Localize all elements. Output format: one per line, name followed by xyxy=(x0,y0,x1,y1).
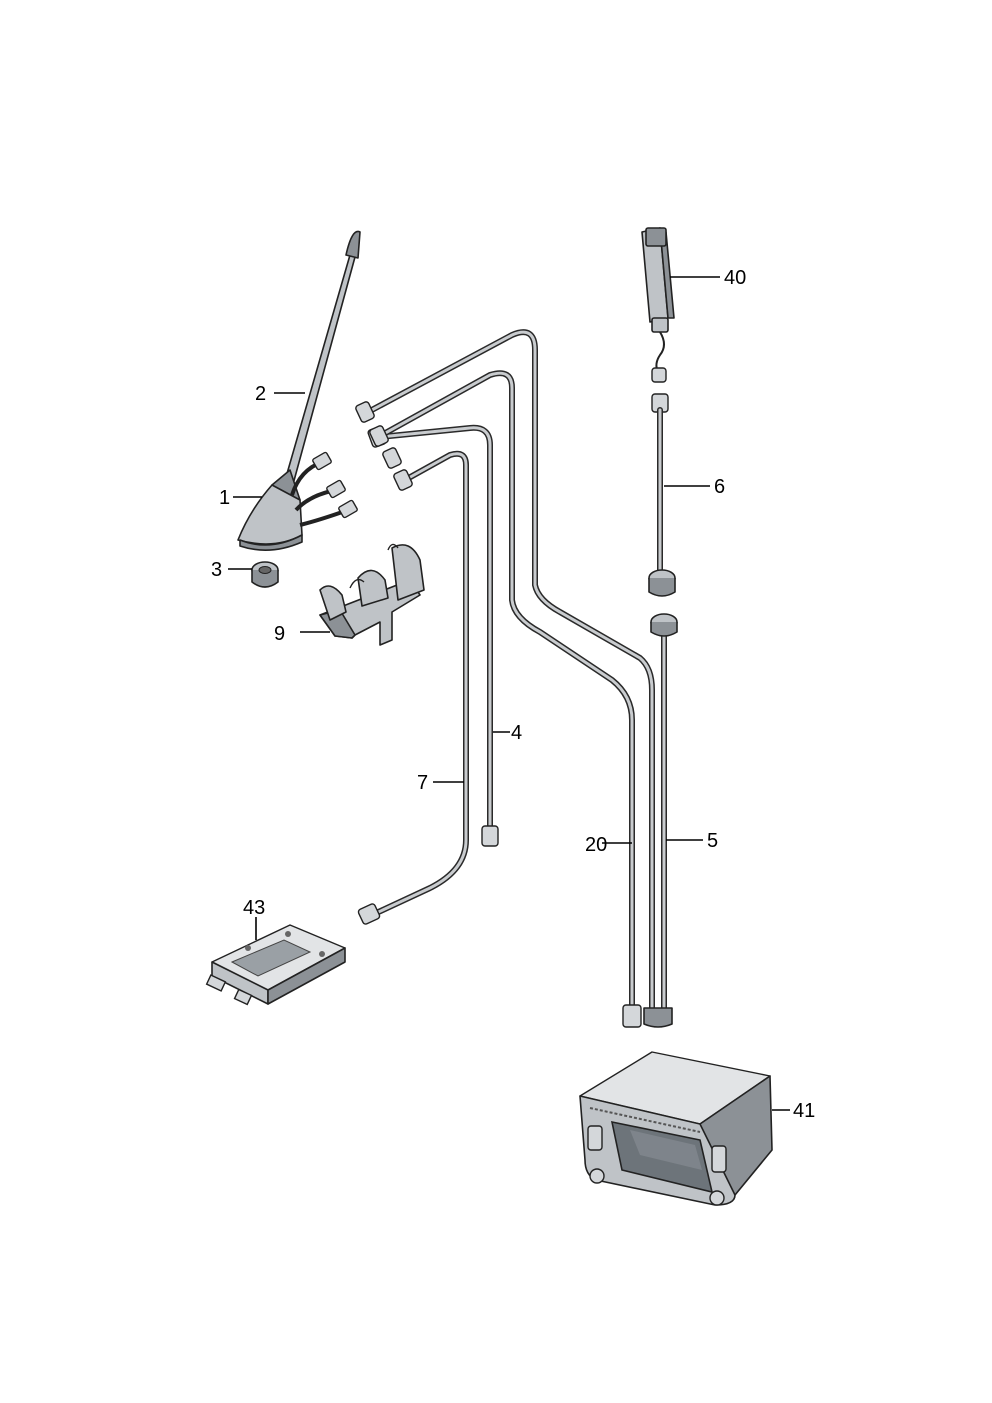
cable-7-drawing xyxy=(357,450,469,925)
nut-drawing xyxy=(251,561,279,588)
antenna-drawing xyxy=(237,230,361,551)
radio-navigation-unit-drawing xyxy=(579,1051,773,1206)
leader-lines xyxy=(228,276,790,1111)
cable-holder-drawing xyxy=(319,543,425,646)
cable-6-drawing xyxy=(648,393,676,597)
callout-9: 20 xyxy=(585,834,607,856)
callout-41: 41 xyxy=(793,1100,815,1122)
callout-4: 4 xyxy=(511,722,522,744)
callout-7: 7 xyxy=(417,772,428,794)
callout-40: 40 xyxy=(724,267,746,289)
callout-6: 6 xyxy=(714,476,725,498)
cable-9-drawing xyxy=(377,370,642,1028)
callout-2: 2 xyxy=(255,383,266,405)
callout-3: 3 xyxy=(211,559,222,581)
phone-antenna-drawing xyxy=(641,227,675,383)
callout-1: 1 xyxy=(219,487,230,509)
control-unit-drawing xyxy=(205,924,346,1006)
callout-20: 9 xyxy=(274,623,285,645)
cable-5-drawing xyxy=(355,329,678,1028)
callout-5: 5 xyxy=(707,830,718,852)
callout-43: 43 xyxy=(243,897,265,919)
